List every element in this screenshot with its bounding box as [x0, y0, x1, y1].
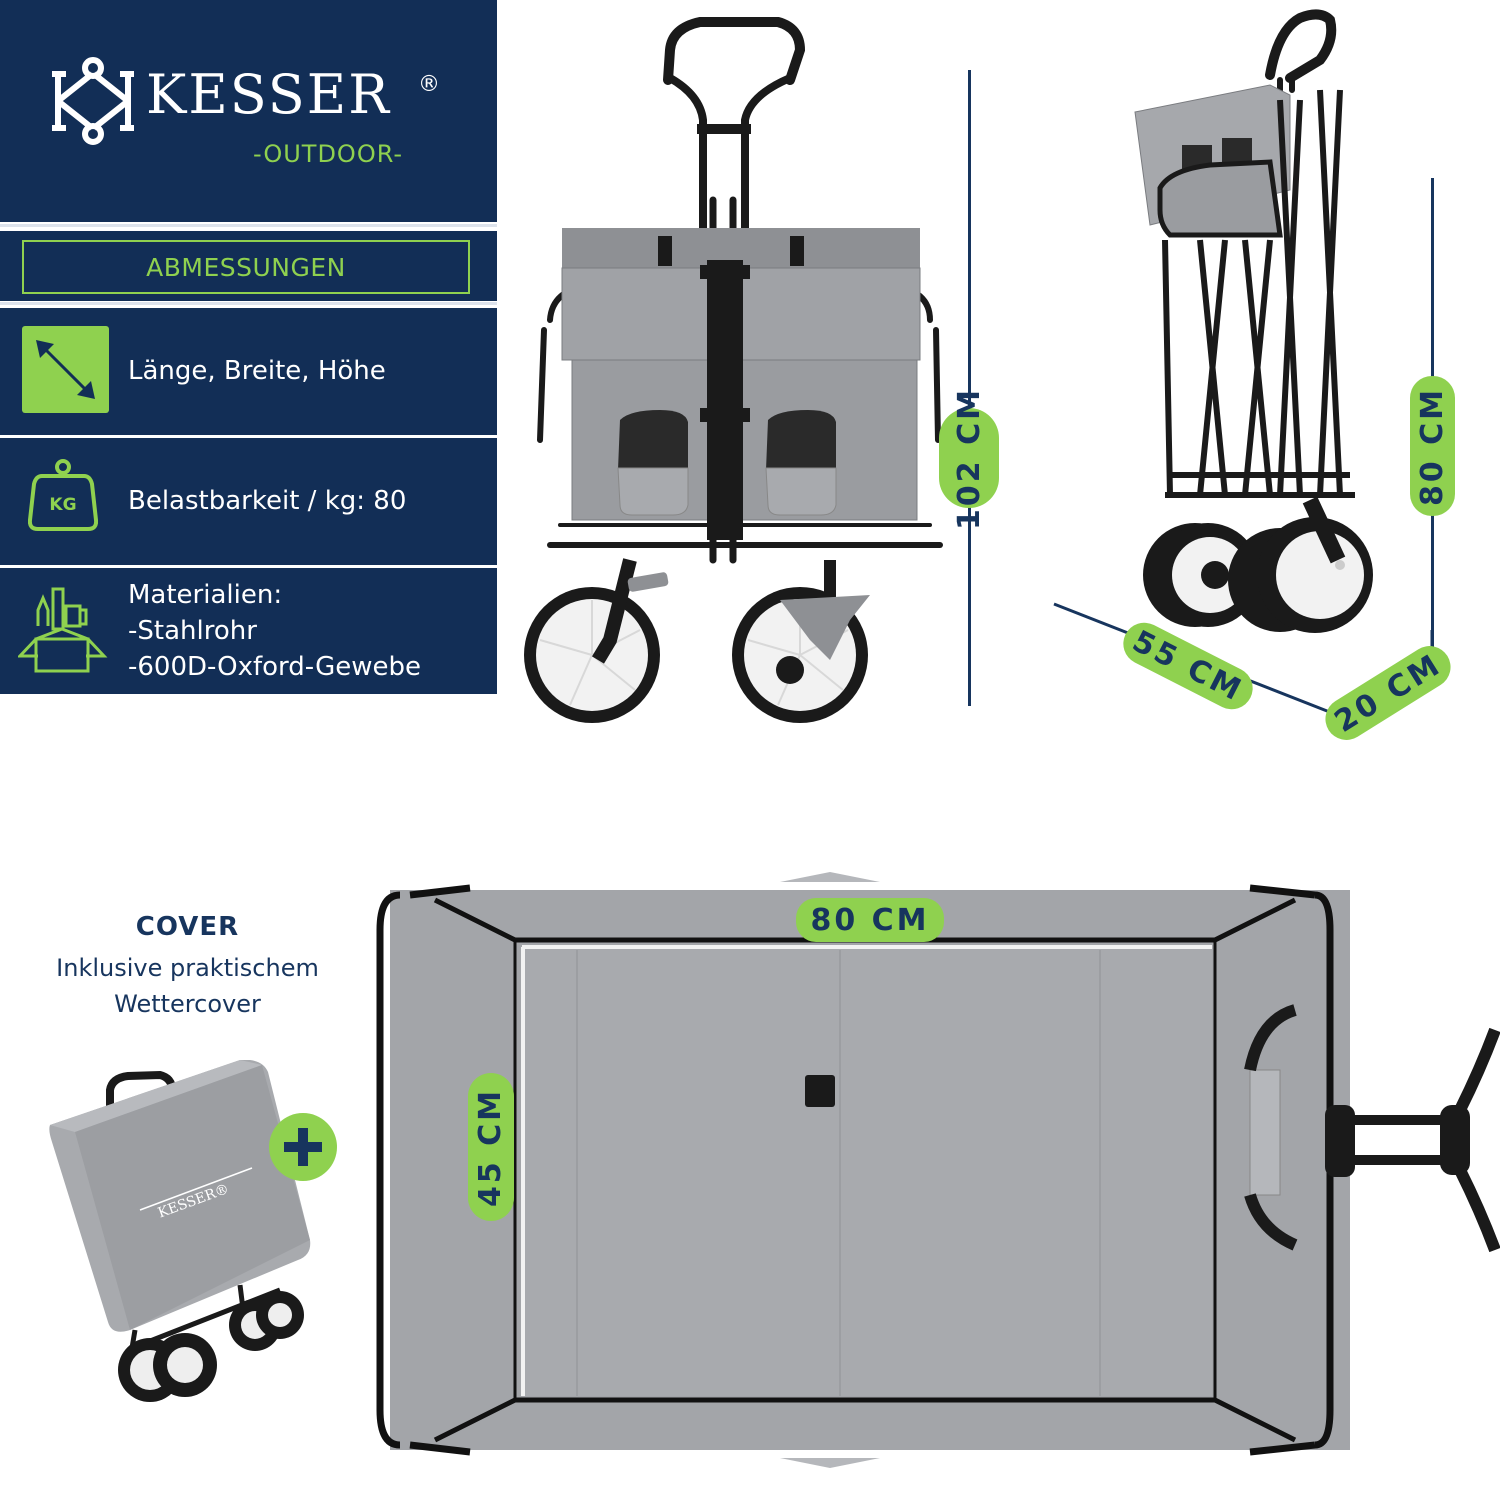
materials-heading: Materialien:: [128, 580, 283, 610]
folded-height-badge: 80 CM: [1410, 376, 1455, 516]
wagon-with-cover-image: KESSER®: [49, 1060, 311, 1402]
section-title-frame: ABMESSUNGEN: [22, 240, 470, 294]
mesh-pocket-left: [617, 410, 689, 516]
inner-length-badge: 80 CM: [796, 898, 944, 942]
info-row-dimensions: Länge, Breite, Höhe: [0, 308, 497, 435]
materials-item: -Stahlrohr: [128, 616, 257, 646]
folded-height-value: 80 CM: [1415, 386, 1450, 506]
cover-subtitle: Inklusive praktischem Wettercover: [0, 950, 375, 1022]
kg-weight-icon: KG: [28, 459, 98, 531]
inner-length-value: 80 CM: [810, 902, 930, 938]
wheel-right: [732, 560, 870, 723]
svg-text:KG: KG: [49, 495, 76, 515]
registered-mark: ®: [418, 72, 440, 97]
logo-block: KESSER ® -OUTDOOR-: [0, 0, 497, 222]
height-value: 102 CM: [951, 386, 987, 530]
floor-strap: [805, 1075, 835, 1107]
wagon-top-view-image: [376, 872, 1500, 1468]
section-title: ABMESSUNGEN: [146, 252, 346, 282]
cover-logo: [139, 1167, 253, 1211]
wheel-left: [524, 558, 669, 723]
materials-item: -600D-Oxford-Gewebe: [128, 652, 422, 682]
wagon-folded-view-image: [1134, 9, 1373, 633]
cover-title: COVER: [135, 912, 240, 942]
section-title-block: ABMESSUNGEN: [0, 231, 497, 301]
cover-subtitle-line: Inklusive praktischem: [56, 954, 319, 982]
brand-name: KESSER: [146, 63, 391, 126]
plus-icon: [269, 1113, 337, 1181]
materials-box-icon: [18, 587, 108, 673]
divider: [0, 224, 497, 227]
diagonal-arrows-icon: [22, 326, 109, 413]
info-row-text: Länge, Breite, Höhe: [128, 356, 386, 386]
wagon-front-view-image: [524, 17, 943, 723]
brand-subline: -OUTDOOR-: [253, 140, 404, 168]
info-row-text: Belastbarkeit / kg: 80: [128, 486, 407, 516]
inner-width-value: 45 CM: [473, 1087, 509, 1207]
height-badge: 102 CM: [939, 387, 999, 529]
height-dimension-line: [968, 70, 971, 706]
info-row-capacity: KG Belastbarkeit / kg: 80: [0, 438, 497, 565]
inner-width-badge: 45 CM: [468, 1073, 514, 1221]
divider: [0, 302, 497, 305]
kesser-monogram-icon: [52, 57, 134, 145]
mesh-pocket-right: [765, 410, 837, 516]
cover-subtitle-line: Wettercover: [114, 990, 261, 1018]
info-row-materials: Materialien: -Stahlrohr -600D-Oxford-Gew…: [0, 568, 497, 694]
